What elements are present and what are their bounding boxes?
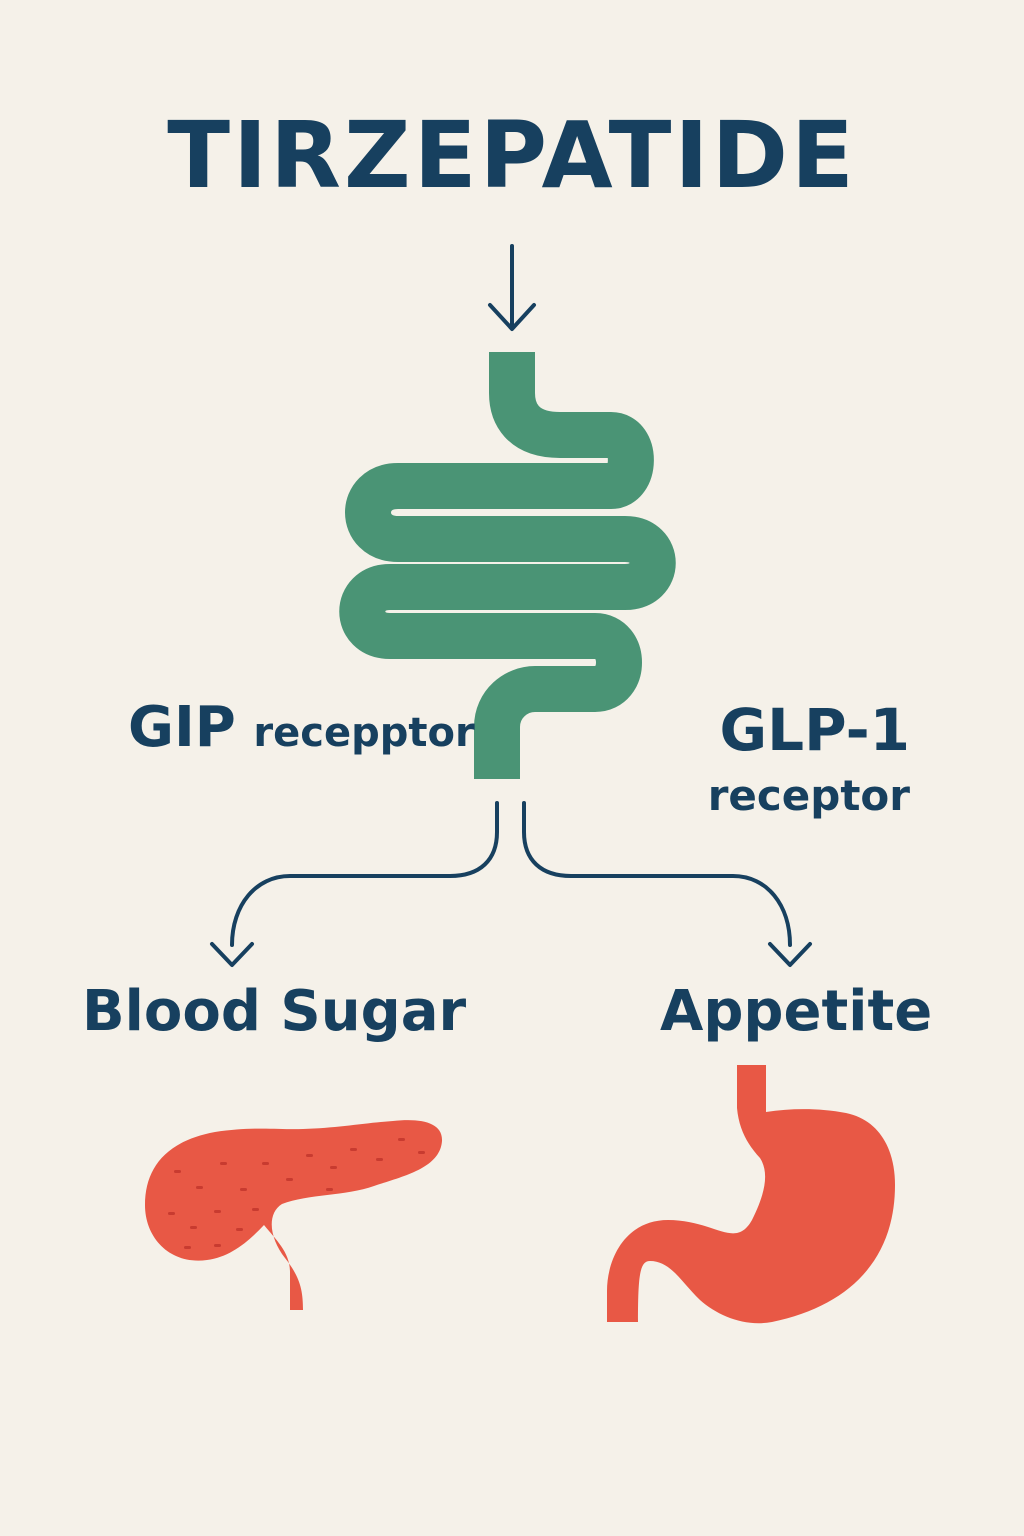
right-branch-arrow-icon (522, 801, 812, 967)
glp1-receptor-name: GLP-1 (719, 696, 910, 764)
right-branch-path (522, 801, 792, 947)
left-branch-path (230, 801, 499, 947)
down-arrow-icon (488, 244, 536, 331)
gip-receptor-label: GIP recepptor (128, 700, 475, 756)
stomach-icon (607, 1065, 895, 1324)
pancreas-icon (145, 1120, 443, 1310)
intestine-icon (339, 352, 676, 779)
appetite-label: Appetite (660, 979, 933, 1044)
gip-receptor-name: GIP (128, 695, 236, 760)
left-branch-arrow-head (210, 942, 254, 967)
page-title: TIRZEPATIDE (167, 102, 857, 209)
glp1-receptor-text: receptor (707, 771, 910, 820)
gip-receptor-text: recepptor (253, 710, 475, 756)
glp1-receptor-label: GLP-1 receptor (704, 701, 910, 817)
down-arrow-head (488, 303, 536, 331)
left-branch-arrow-icon (210, 801, 499, 967)
blood-sugar-label: Blood Sugar (82, 979, 467, 1044)
right-branch-arrow-head (768, 942, 812, 967)
